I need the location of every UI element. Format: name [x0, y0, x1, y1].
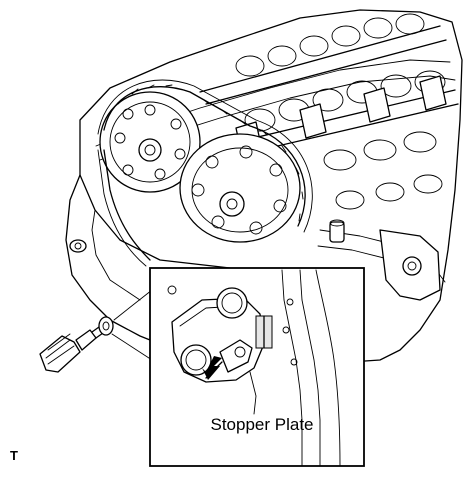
- callout-leader: [111, 289, 153, 361]
- intake-sprocket: [179, 133, 301, 243]
- engine-block-outline: [65, 9, 463, 363]
- detail-callout: Stopper Plate: [149, 267, 365, 467]
- stopper-plate-label: Stopper Plate: [210, 415, 313, 434]
- camshafts: [199, 13, 459, 210]
- timing-chain: [97, 79, 313, 267]
- exhaust-sprocket: [99, 91, 201, 193]
- screwdriver: [39, 316, 114, 373]
- corner-mark: T: [10, 448, 18, 463]
